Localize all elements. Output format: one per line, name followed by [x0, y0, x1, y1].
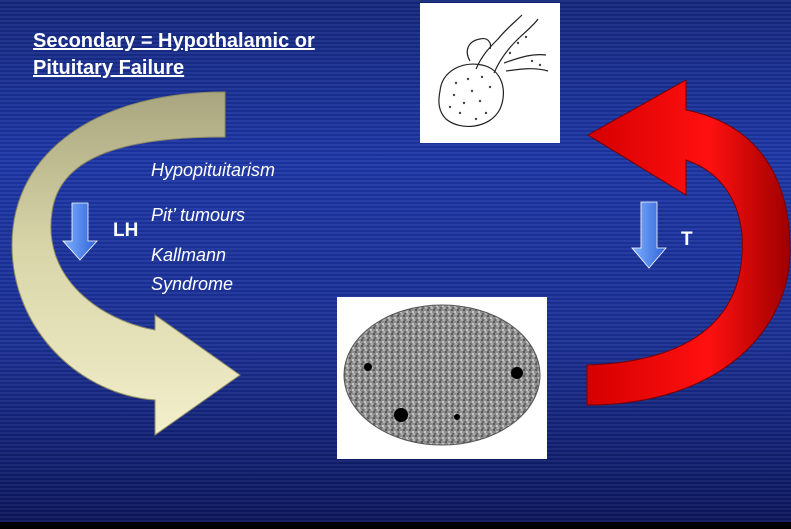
testis-section-icon [337, 297, 547, 459]
t-label: T [681, 229, 693, 251]
t-down-arrow [632, 202, 666, 268]
cause-pituitary-tumours: Pit’ tumours [151, 204, 245, 226]
testis-image [337, 297, 547, 459]
title-line-1: Secondary = Hypothalamic or [33, 28, 413, 55]
pituitary-sketch-icon [420, 3, 560, 143]
bottom-bar [0, 522, 791, 529]
cause-syndrome: Syndrome [151, 273, 233, 295]
cause-kallmann: Kallmann [151, 244, 226, 266]
pituitary-image [420, 3, 560, 143]
slide-title: Secondary = Hypothalamic or Pituitary Fa… [33, 28, 413, 82]
lh-down-arrow [63, 203, 97, 260]
cause-hypopituitarism: Hypopituitarism [151, 159, 275, 181]
title-line-2: Pituitary Failure [33, 55, 413, 82]
lh-label: LH [113, 220, 138, 242]
